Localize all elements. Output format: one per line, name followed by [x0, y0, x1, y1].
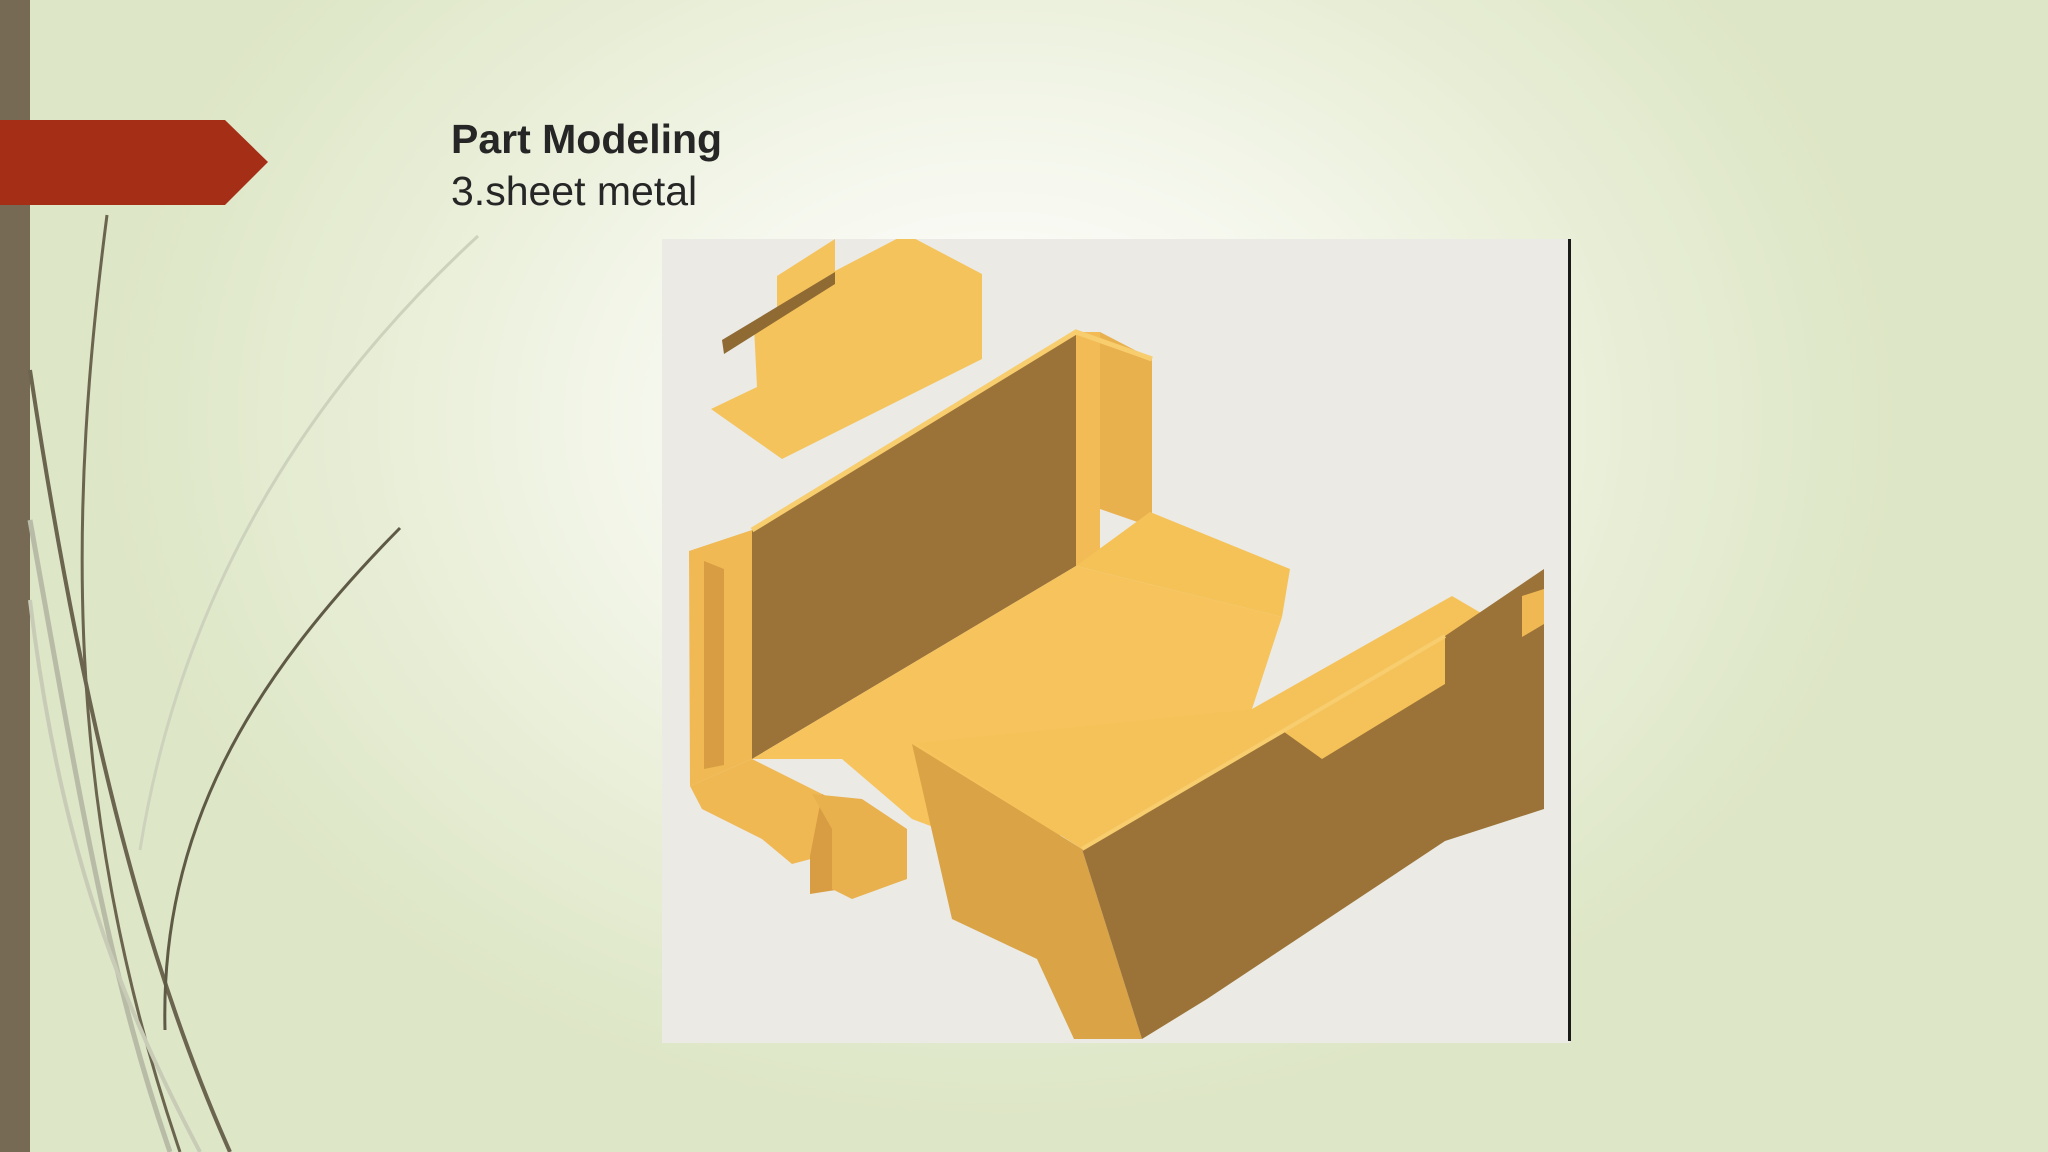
sheet-metal-part-image [662, 239, 1570, 1043]
slide-title: Part Modeling [451, 116, 723, 162]
figure-right-border [1568, 239, 1571, 1041]
title-block: Part Modeling 3.sheet metal [451, 112, 722, 216]
red-arrow-tab [0, 120, 268, 205]
slide-subtitle: 3.sheet metal [451, 168, 698, 214]
